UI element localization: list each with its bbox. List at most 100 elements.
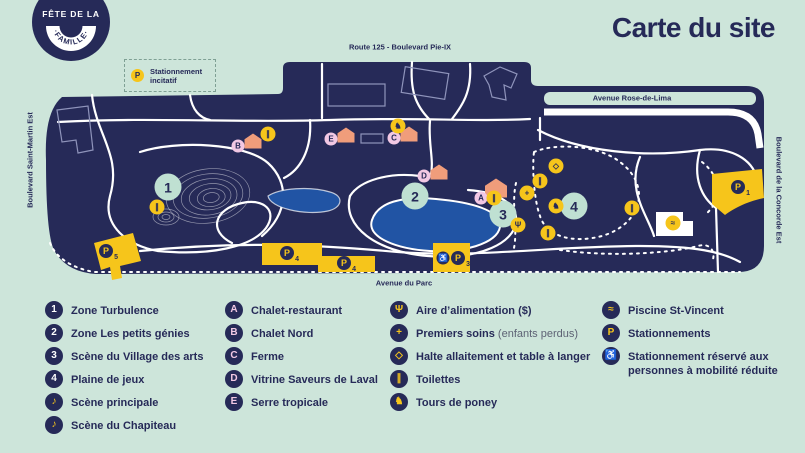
music-icon: ♪ xyxy=(45,416,63,434)
ferme-house-marker xyxy=(400,126,418,142)
zone-2-marker: 2 xyxy=(401,182,429,210)
legend-item: P Stationnements xyxy=(602,324,790,342)
legend-item: ♪ Scène du Chapiteau xyxy=(45,416,225,434)
legend-column: 1 Zone Turbulence 2 Zone Les petits génies 3… xyxy=(45,301,225,434)
pony-icon: ♞ xyxy=(390,393,408,411)
street-label-pie-ix: Route 125 - Boulevard Pie-IX xyxy=(348,42,452,52)
legend-column: Ψ Aire d’alimentation ($) + Premiers soins … xyxy=(390,301,602,434)
legend-label: Toilettes xyxy=(416,374,461,386)
logo-line1: FÊTE DE LA xyxy=(42,8,100,19)
legend-item: 1 Zone Turbulence xyxy=(45,301,225,319)
legend-label: Serre tropicale xyxy=(251,397,329,409)
vitrine-house-marker xyxy=(430,164,448,180)
first-aid-icon: + xyxy=(390,324,408,342)
incitatif-label: Stationnement incitatif xyxy=(150,66,203,85)
marker-a-badge: A xyxy=(225,301,243,319)
fete-de-la-famille-logo: FÊTE DE LA ·FAMILLE· xyxy=(32,0,110,61)
legend-label: Zone Turbulence xyxy=(71,305,159,317)
parking-icon: P xyxy=(602,324,620,342)
street-label-saint-martin: Boulevard Saint-Martin Est xyxy=(25,112,35,208)
legend-item: ♞ Tours de poney xyxy=(390,393,602,411)
legend-label: Piscine St-Vincent xyxy=(628,305,724,317)
toilets-marker: ∥ xyxy=(260,126,276,142)
toilets-marker: ∥ xyxy=(624,200,640,216)
zone-4-badge: 4 xyxy=(45,370,63,388)
pool-icon: ≈ xyxy=(602,301,620,319)
legend-label: Ferme xyxy=(251,351,285,363)
pool-marker: ≈ xyxy=(665,215,681,231)
legend-label: Scène principale xyxy=(71,397,159,409)
legend-label: Stationnement réservé aux personnes à mo… xyxy=(628,351,778,378)
legend-label: Premiers soins (enfants perdus) xyxy=(416,328,579,340)
marker-d-marker: D xyxy=(417,169,431,183)
legend: 1 Zone Turbulence 2 Zone Les petits génies 3… xyxy=(45,301,790,434)
legend-item: D Vitrine Saveurs de Laval xyxy=(225,370,390,388)
legend-item: ≈ Piscine St-Vincent xyxy=(602,301,790,319)
legend-item: Ψ Aire d’alimentation ($) xyxy=(390,301,602,319)
zone-1-badge: 1 xyxy=(45,301,63,319)
marker-c-marker: C xyxy=(387,131,401,145)
toilets-marker: ∥ xyxy=(540,225,556,241)
legend-item: 4 Plaine de jeux xyxy=(45,370,225,388)
legend-item: 3 Scène du Village des arts xyxy=(45,347,225,365)
marker-c-badge: C xyxy=(225,347,243,365)
music-icon: ♪ xyxy=(45,393,63,411)
legend-item: C Ferme xyxy=(225,347,390,365)
legend-label-muted: (enfants perdus) xyxy=(494,328,579,340)
legend-item: ∥ Toilettes xyxy=(390,370,602,388)
page-title: Carte du site xyxy=(611,12,776,43)
legend-label: Chalet Nord xyxy=(251,328,314,340)
wheelchair-icon: ♿ xyxy=(602,347,620,365)
marker-b-marker: B xyxy=(231,139,245,153)
legend-label: Chalet-restaurant xyxy=(251,305,343,317)
nursing-marker: ◇ xyxy=(548,158,564,174)
legend-item: 2 Zone Les petits génies xyxy=(45,324,225,342)
legend-label: Halte allaitement et table à langer xyxy=(416,351,591,363)
marker-e-marker: E xyxy=(324,132,338,146)
legend-label: Plaine de jeux xyxy=(71,374,145,386)
nursing-icon: ◇ xyxy=(390,347,408,365)
legend-label: Vitrine Saveurs de Laval xyxy=(251,374,378,386)
cutlery-icon: Ψ xyxy=(390,301,408,319)
legend-item: A Chalet-restaurant xyxy=(225,301,390,319)
legend-label: Scène du Village des arts xyxy=(71,351,204,363)
street-label-concorde: Boulevard de la Concorde Est xyxy=(774,136,784,244)
toilets-marker: ∥ xyxy=(149,199,165,215)
serre-tropicale-house-marker xyxy=(337,127,355,143)
legend-label: Zone Les petits génies xyxy=(71,328,190,340)
toilets-icon: ∥ xyxy=(390,370,408,388)
legend-item: + Premiers soins (enfants perdus) xyxy=(390,324,602,342)
toilets-marker: ∥ xyxy=(532,173,548,189)
legend-label: Stationnements xyxy=(628,328,711,340)
pony-marker: ♞ xyxy=(390,118,406,134)
parking-icon: P xyxy=(131,69,144,82)
legend-item: ♪ Scène principale xyxy=(45,393,225,411)
zone-1-marker: 1 xyxy=(154,173,182,201)
street-label-rose-de-lima: Avenue Rose-de-Lima xyxy=(592,93,672,103)
legend-label: Scène du Chapiteau xyxy=(71,420,177,432)
accessible-parking-marker: ♿ xyxy=(436,251,450,265)
marker-d-badge: D xyxy=(225,370,243,388)
legend-item: E Serre tropicale xyxy=(225,393,390,411)
food-marker: Ψ xyxy=(510,217,526,233)
zone-3-badge: 3 xyxy=(45,347,63,365)
marker-a-marker: A xyxy=(474,191,488,205)
legend-label: Tours de poney xyxy=(416,397,498,409)
legend-item: ◇ Halte allaitement et table à langer xyxy=(390,347,602,365)
toilets-marker: ∥ xyxy=(486,190,502,206)
zone-2-badge: 2 xyxy=(45,324,63,342)
legend-label: Aire d’alimentation ($) xyxy=(416,305,532,317)
chalet-nord-house-marker xyxy=(244,133,262,149)
marker-e-badge: E xyxy=(225,393,243,411)
incitatif-parking-note: P Stationnement incitatif xyxy=(124,59,216,92)
pony-marker: ♞ xyxy=(548,198,564,214)
